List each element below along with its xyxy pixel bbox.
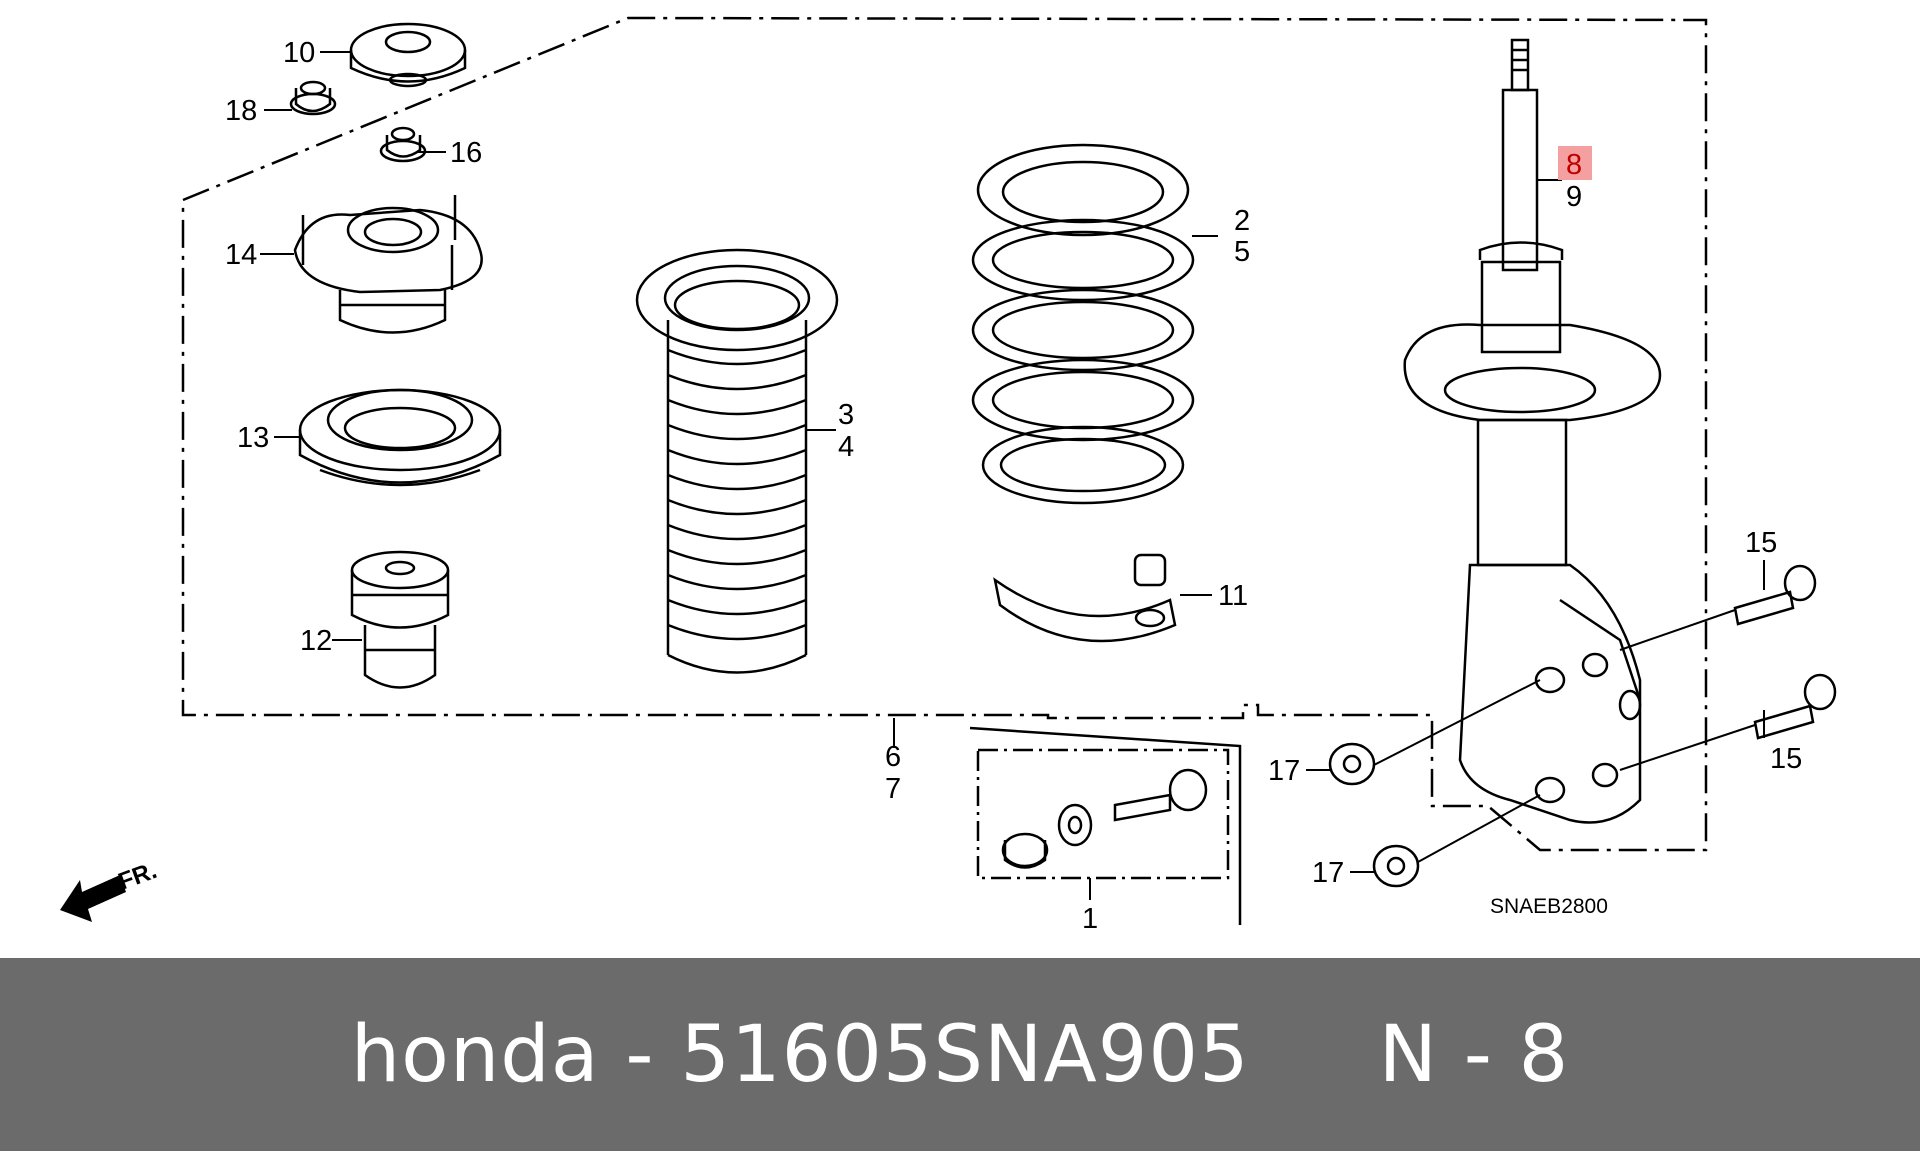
front-direction-indicator: FR. — [60, 857, 160, 922]
callout-18: 18 — [225, 95, 257, 127]
footer-bar: honda - 51605SNA905 N - 8 — [0, 958, 1920, 1151]
callout-6: 6 — [885, 741, 901, 773]
title-gap — [1250, 1010, 1379, 1100]
front-label: FR. — [115, 857, 161, 896]
title-separator: - — [599, 1009, 681, 1100]
callout-15-bottom: 15 — [1770, 743, 1802, 775]
top-washer-part — [349, 22, 467, 88]
bolt-kit-box — [976, 748, 1230, 880]
callout-12: 12 — [300, 625, 332, 657]
front-arrow-icon — [60, 875, 126, 922]
spring-seat-part — [993, 553, 1177, 643]
flange-nut-18 — [289, 80, 337, 116]
callout-14: 14 — [225, 239, 257, 271]
callout-1: 1 — [1082, 903, 1098, 935]
coil-spring-part — [971, 143, 1195, 505]
callout-7: 7 — [885, 773, 901, 805]
bearing-part — [298, 388, 502, 487]
callout-8-highlight — [1558, 146, 1592, 180]
callout-16: 16 — [450, 137, 482, 169]
footer-title: honda - 51605SNA905 N - 8 — [0, 958, 1920, 1151]
callout-13: 13 — [237, 422, 269, 454]
bump-stop-part — [350, 550, 450, 689]
strut-assembly-part — [1403, 38, 1662, 824]
leader-lines — [260, 51, 1765, 900]
parts-diagram: 10 18 16 14 13 12 2 5 3 4 11 6 7 1 8 9 1… — [60, 16, 1837, 935]
callout-3: 3 — [838, 399, 854, 431]
callout-10: 10 — [283, 37, 315, 69]
bolt-kit-parts — [1001, 768, 1208, 869]
part-number: 51605SNA905 — [680, 1009, 1250, 1100]
dust-boot-part — [635, 248, 839, 674]
flange-nut-16 — [379, 126, 427, 163]
bolt-kit-bracket — [969, 726, 1242, 925]
brand-name: honda — [350, 1009, 600, 1100]
strut-mount-part — [293, 195, 483, 334]
callout-2: 2 — [1234, 205, 1250, 237]
diagram-code: SNAEB2800 — [1490, 895, 1608, 918]
callout-4: 4 — [838, 431, 854, 463]
callout-11: 11 — [1218, 580, 1248, 612]
assembly-boundary — [181, 16, 1708, 852]
suspension-exploded-view: 10 18 16 14 13 12 2 5 3 4 11 6 7 1 8 9 1… — [60, 16, 1837, 935]
callout-15-top: 15 — [1745, 527, 1777, 559]
mounting-bolts — [1733, 564, 1837, 740]
callout-5: 5 — [1234, 236, 1250, 268]
callout-8: 8 — [1566, 149, 1582, 181]
diagram-ref: N - 8 — [1378, 1009, 1570, 1100]
callout-17-top: 17 — [1268, 755, 1300, 787]
callout-9: 9 — [1566, 181, 1582, 213]
callout-17-bottom: 17 — [1312, 857, 1344, 889]
